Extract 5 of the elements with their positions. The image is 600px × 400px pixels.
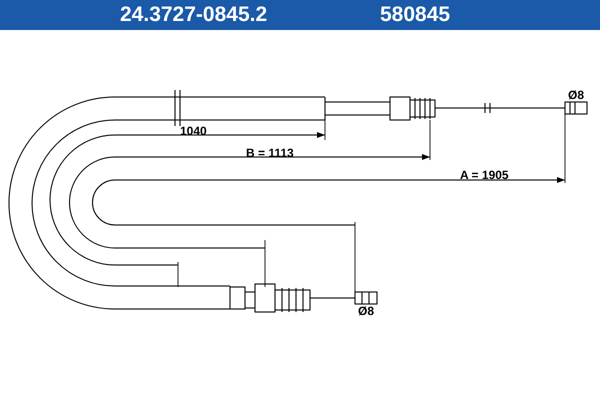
diameter-label: Ø8 — [568, 88, 584, 102]
diameter-label: Ø8 — [358, 304, 374, 318]
part-number: 24.3727-0845.2 — [120, 2, 268, 28]
reference-number: 580845 — [380, 2, 450, 28]
dimension-label: A = 1905 — [460, 168, 509, 182]
